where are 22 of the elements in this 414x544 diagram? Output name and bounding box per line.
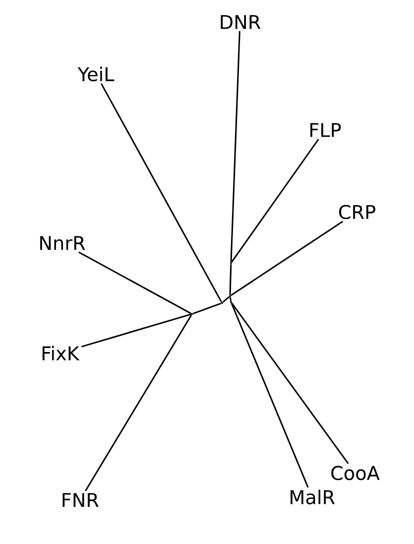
branch-line [81, 314, 192, 348]
branch-line [84, 314, 192, 492]
leaf-label: CRP [339, 204, 376, 220]
leaf-label: YeiL [78, 66, 114, 82]
branch-line [231, 138, 320, 262]
branch-line [230, 302, 309, 488]
branch-line [100, 83, 222, 302]
leaf-label: FLP [310, 123, 341, 137]
branch-line [78, 251, 192, 314]
leaf-label: DNR [220, 15, 260, 29]
branch-line [222, 296, 230, 303]
branch-line [229, 264, 232, 295]
leaf-label: NnrR [40, 236, 86, 250]
leaf-label: CooA [331, 466, 380, 480]
branch-line [231, 302, 349, 464]
branch-line [230, 31, 240, 262]
leaf-label: FNR [62, 493, 99, 507]
leaf-label: FixK [42, 346, 80, 360]
branch-line [229, 297, 232, 301]
leaf-label: MalR [290, 490, 335, 504]
branch-line [230, 220, 344, 296]
branch-line [192, 302, 222, 314]
